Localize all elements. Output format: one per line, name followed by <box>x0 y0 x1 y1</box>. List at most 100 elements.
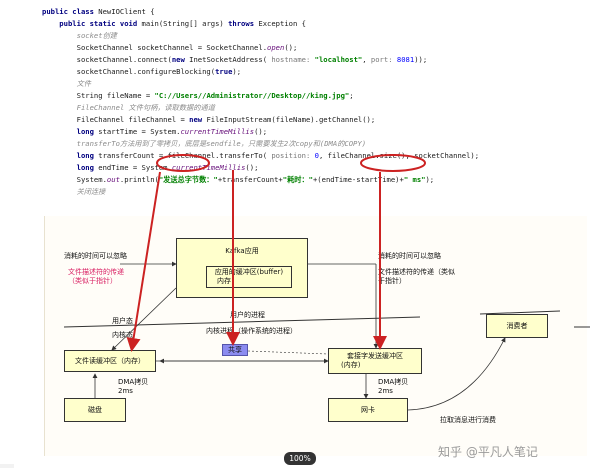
code-line: socket创建 <box>42 30 117 42</box>
left-fd-pointer: （类似于指针） <box>68 277 117 285</box>
code-token: .println( <box>119 175 159 184</box>
code-line: public class NewIOClient { <box>42 6 155 18</box>
kernel-process-label: 内核进程（操作系统的进程） <box>206 327 297 335</box>
code-token: port: <box>370 55 397 64</box>
disk-box: 磁盘 <box>64 398 126 422</box>
dma-left-line2: 2ms <box>118 387 133 395</box>
app-to-file-arrow <box>111 287 177 351</box>
code-token: Exception { <box>258 19 306 28</box>
code-token: throws <box>228 19 259 28</box>
right-time-ignore: 消耗的时间可以忽略 <box>378 252 441 260</box>
code-token: "C://Users//Administrator//Desktop//king… <box>154 91 350 100</box>
code-token <box>42 151 77 160</box>
code-token: "耗时：" <box>282 175 313 184</box>
file-buffer-label: 文件读缓冲区（内存） <box>75 356 145 365</box>
code-token: 关闭连接 <box>42 187 106 196</box>
zero-copy-diagram: Kafka应用 应用的缓冲区(buffer) 内存 消耗的时间可以忽略 文件描述… <box>0 196 600 464</box>
app-buffer-sub: 内存 <box>217 277 231 285</box>
code-line: String fileName = "C://Users//Administra… <box>42 90 354 102</box>
code-token: transferTo方法用到了零拷贝，底层是sendfile，只需要发生2次co… <box>42 139 367 148</box>
disk-label: 磁盘 <box>88 405 102 414</box>
nic-label: 网卡 <box>361 405 375 414</box>
code-token: long <box>76 127 99 136</box>
code-token: FileChannel fileChannel = <box>42 115 190 124</box>
code-token: open <box>267 43 285 52</box>
user-mode-label: 用户态 <box>112 317 133 325</box>
code-token: currentTimeMillis <box>171 163 246 172</box>
right-fd-pointer: 于指针） <box>378 277 406 285</box>
code-token: FileChannel 文件句柄，读取数据的通道 <box>42 103 215 112</box>
right-fd-transfer: 文件描述符的传递（类似 <box>378 268 455 276</box>
code-token: hostname: <box>271 55 315 64</box>
code-token: NewIOClient { <box>98 7 155 16</box>
nic-box: 网卡 <box>328 398 408 422</box>
code-token: true <box>215 67 233 76</box>
code-token: "localhost" <box>314 55 363 64</box>
code-token: long <box>76 151 99 160</box>
dma-right-line2: 2ms <box>378 387 393 395</box>
code-token: public class <box>42 7 99 16</box>
app-buffer-label: 应用的缓冲区(buffer) <box>214 268 284 276</box>
code-editor: public class NewIOClient { public static… <box>42 6 562 196</box>
user-process-label: 用户的进程 <box>230 311 265 319</box>
code-line: FileChannel fileChannel = new FileInputS… <box>42 114 376 126</box>
code-token: main(String[] args) <box>141 19 229 28</box>
shared-label: 共享 <box>228 346 242 354</box>
code-line: transferTo方法用到了零拷贝，底层是sendfile，只需要发生2次co… <box>42 138 366 150</box>
left-time-ignore: 消耗的时间可以忽略 <box>64 252 127 260</box>
code-line: long endTime = System.currentTimeMillis(… <box>42 162 259 174</box>
shared-dash-1 <box>247 350 329 355</box>
zoom-indicator: 100% <box>284 452 316 465</box>
kafka-app-label: Kafka应用 <box>225 247 259 255</box>
code-token: (); <box>284 43 298 52</box>
code-line: 关闭连接 <box>42 186 106 198</box>
code-token: "发送总字节数：" <box>158 175 218 184</box>
code-token: startTime = System. <box>98 127 181 136</box>
consumer-label: 消费者 <box>506 321 528 330</box>
consumer-box: 消费者 <box>486 314 548 338</box>
code-token: ; <box>349 91 354 100</box>
code-token: SocketChannel socketChannel = SocketChan… <box>42 43 268 52</box>
code-token: position: <box>271 151 315 160</box>
code-token: 0 <box>314 151 319 160</box>
user-kernel-divider <box>63 316 421 328</box>
code-token: 8081 <box>396 55 415 64</box>
code-line: 文件 <box>42 78 91 90</box>
shared-badge: 共享 <box>222 344 248 356</box>
code-token: 文件 <box>42 79 91 88</box>
code-token <box>42 163 77 172</box>
code-line: public static void main(String[] args) t… <box>42 18 306 30</box>
code-token: new <box>189 115 207 124</box>
code-line: socketChannel.connect(new InetSocketAddr… <box>42 54 428 66</box>
code-token: currentTimeMillis <box>180 127 255 136</box>
code-token: String fileName = <box>42 91 155 100</box>
dma-left-line1: DMA拷贝 <box>118 378 149 386</box>
kernel-mode-label: 内核态 <box>112 331 133 339</box>
code-line: System.out.println("发送总字节数："+transferCou… <box>42 174 435 186</box>
diagram-arrows <box>63 261 590 411</box>
code-token: socketChannel.configureBlocking( <box>42 67 216 76</box>
socket-buffer-line1: 套接字发送缓冲区 <box>347 352 403 360</box>
code-token: ); <box>425 175 435 184</box>
code-token: +(endTime-startTime)+ <box>312 175 404 184</box>
code-token: long <box>76 163 99 172</box>
code-line: SocketChannel socketChannel = SocketChan… <box>42 42 298 54</box>
code-token: endTime = System. <box>98 163 172 172</box>
code-token: , <box>362 55 371 64</box>
socket-buffer-line2: (内存) <box>341 361 361 369</box>
code-token: +transferCount+ <box>217 175 283 184</box>
code-token: FileInputStream(fileName).getChannel(); <box>206 115 376 124</box>
dma-right-line1: DMA拷贝 <box>378 378 409 386</box>
user-kernel-divider-right <box>479 310 561 315</box>
code-token: " ms" <box>403 175 426 184</box>
code-token: public static void <box>42 19 142 28</box>
code-token: )); <box>414 55 428 64</box>
nic-to-consumer-arrow <box>407 337 506 411</box>
code-token: (); <box>254 127 268 136</box>
app-buffer-box: 应用的缓冲区(buffer) 内存 <box>206 266 292 288</box>
code-token: socketChannel.connect( <box>42 55 172 64</box>
code-token: ); <box>232 67 242 76</box>
code-token: transferCount = fileChannel.transferTo( <box>98 151 272 160</box>
file-read-buffer-box: 文件读缓冲区（内存） <box>64 350 156 372</box>
code-token: , fileChannel.size(), socketChannel); <box>318 151 480 160</box>
